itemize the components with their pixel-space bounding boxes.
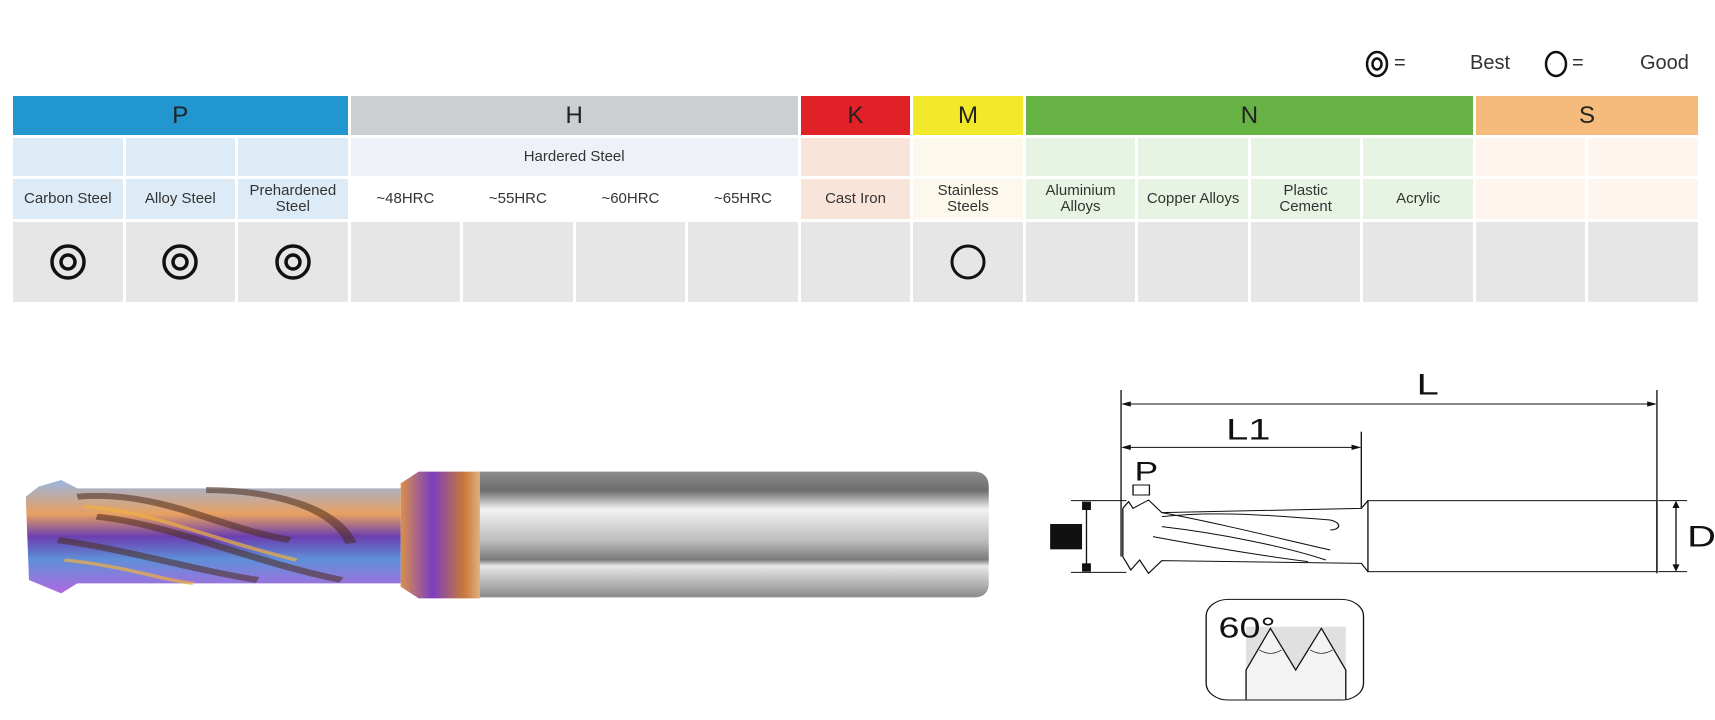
subtitle-cell [238, 138, 348, 176]
tool-shank [476, 471, 989, 598]
rating-cell [238, 222, 348, 302]
rating-cell [350, 222, 461, 302]
subtitle-cell [13, 138, 123, 176]
rating-cell [1025, 222, 1136, 302]
group-header-h: H [350, 96, 798, 135]
material-name: Plastic Cement [1250, 179, 1361, 219]
material-name: ~65HRC [688, 179, 798, 219]
double-circle-icon [275, 244, 311, 280]
material-name [1588, 179, 1698, 219]
tool-collar [400, 471, 480, 599]
rating-cell [1363, 222, 1473, 302]
end-view-block [1050, 524, 1083, 550]
label-L1: L1 [1226, 413, 1270, 446]
material-name: Stainless Steels [913, 179, 1023, 219]
double-circle-icon [162, 244, 199, 280]
rating-cell [463, 222, 573, 302]
rating-cell [575, 222, 686, 302]
subtitle-cell [913, 138, 1023, 176]
thread-profile [1245, 627, 1347, 700]
subtitle-cell [1025, 138, 1136, 176]
subtitle-cell [1363, 138, 1473, 176]
label-angle: 60° [1219, 613, 1276, 644]
group-header-s: S [1475, 96, 1698, 135]
label-P: P [1134, 457, 1158, 487]
material-name: Prehardened Steel [238, 179, 348, 219]
subtitle-cell [125, 138, 236, 176]
subtitle-cell [1475, 138, 1586, 176]
rating-cell [1475, 222, 1586, 302]
double-circle-icon [1365, 50, 1389, 78]
group-header-p: P [13, 96, 348, 135]
rating-cell [1588, 222, 1698, 302]
material-name: Aluminium Alloys [1025, 179, 1136, 219]
best-label: Best [1470, 52, 1511, 74]
rating-legend: = Best = Good [1360, 50, 1700, 80]
end-mill-product-image [25, 471, 989, 599]
subtitle-cell [1250, 138, 1361, 176]
thread-inset [1205, 598, 1365, 701]
rating-cell [1250, 222, 1361, 302]
rating-cell [800, 222, 911, 302]
material-name: ~60HRC [575, 179, 686, 219]
flute-helix [56, 487, 357, 583]
circle-icon [950, 244, 986, 280]
shank-outline [1367, 500, 1658, 573]
label-L: L [1417, 368, 1439, 401]
rating-cell [688, 222, 798, 302]
equals-sign: = [1572, 52, 1584, 74]
subtitle-cell [1138, 138, 1248, 176]
material-name: ~55HRC [463, 179, 573, 219]
rating-cell [125, 222, 236, 302]
group-header-k: K [800, 96, 911, 135]
label-D: D [1687, 520, 1715, 553]
subtitle-cell [800, 138, 911, 176]
rating-cell [913, 222, 1023, 302]
rating-cell [13, 222, 123, 302]
material-name: ~48HRC [350, 179, 461, 219]
material-name: Carbon Steel [13, 179, 123, 219]
flute-helix [63, 505, 298, 585]
rating-cell [1138, 222, 1248, 302]
subtitle-cell [1588, 138, 1698, 176]
group-header-m: M [913, 96, 1023, 135]
material-name: Copper Alloys [1138, 179, 1248, 219]
material-name [1475, 179, 1586, 219]
material-name: Cast Iron [800, 179, 911, 219]
good-label: Good [1640, 52, 1689, 74]
flute-outline [1122, 499, 1369, 575]
group-subtitle: Hardered Steel [350, 138, 798, 176]
material-name: Acrylic [1363, 179, 1473, 219]
double-circle-icon [50, 244, 86, 280]
material-name: Alloy Steel [125, 179, 236, 219]
group-header-n: N [1025, 96, 1473, 135]
equals-sign: = [1394, 52, 1406, 74]
circle-icon [1544, 50, 1568, 78]
technical-drawing: L L1 P D 60° [1050, 368, 1715, 701]
